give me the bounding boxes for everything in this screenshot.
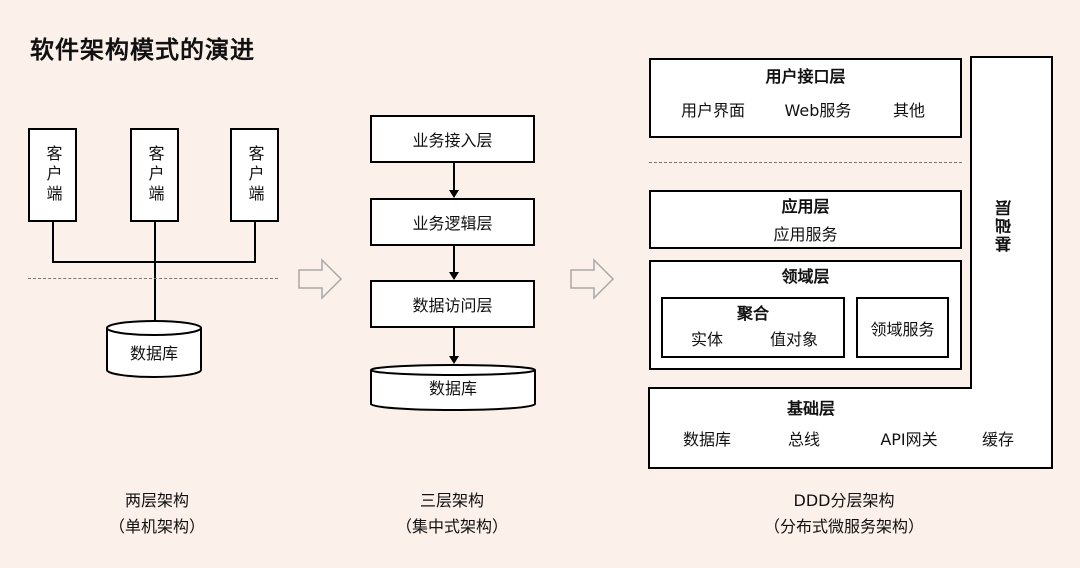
client-label-2: 客户端	[145, 145, 165, 205]
ddd-divider	[649, 162, 962, 163]
aggregate-value-object: 值对象	[769, 330, 818, 349]
three-tier-caption-subtitle: （集中式架构）	[395, 517, 508, 536]
ddd-caption-title: DDD分层架构	[793, 491, 895, 510]
aggregate-entity: 实体	[690, 330, 723, 349]
infrastructure-item-api-gateway: API网关	[880, 430, 938, 449]
three-tier-caption: 三层架构 （集中式架构）	[352, 488, 552, 540]
aggregate-title: 聚合	[736, 304, 769, 323]
ddd-caption-subtitle: （分布式微服务架构）	[763, 517, 924, 536]
user-interface-item-web: Web服务	[784, 101, 852, 120]
domain-service-box: 领域服务	[856, 297, 949, 358]
infrastructure-layer-shape	[648, 56, 1053, 469]
data-access-layer: 数据访问层	[370, 280, 535, 328]
two-tier-divider	[28, 278, 278, 279]
three-tier-caption-title: 三层架构	[419, 491, 484, 510]
aggregate-box	[661, 297, 845, 358]
user-interface-layer-title: 用户接口层	[765, 67, 846, 86]
client-box-2: 客户端	[130, 128, 179, 222]
infrastructure-item-cache: 缓存	[981, 430, 1014, 449]
client-1-connector	[52, 222, 54, 262]
two-tier-database-label: 数据库	[129, 344, 178, 363]
infrastructure-item-database: 数据库	[682, 430, 731, 449]
user-interface-item-other: 其他	[892, 101, 925, 120]
three-tier-database-label: 数据库	[428, 379, 477, 398]
two-tier-caption: 两层架构 （单机架构）	[57, 488, 257, 540]
user-interface-layer	[649, 58, 962, 138]
client-box-1: 客户端	[28, 128, 77, 222]
application-layer	[649, 190, 962, 249]
application-service: 应用服务	[773, 225, 838, 244]
transition-arrow-2	[570, 258, 615, 300]
infrastructure-item-bus: 总线	[787, 430, 820, 449]
user-interface-item-ui: 用户界面	[680, 101, 745, 120]
domain-layer-title: 领域层	[781, 267, 830, 286]
client-bus-line	[52, 261, 256, 263]
client-box-3: 客户端	[230, 128, 279, 222]
infrastructure-side-label: 基础层	[995, 198, 1014, 252]
two-tier-caption-subtitle: （单机架构）	[108, 517, 205, 536]
infrastructure-layer-title: 基础层	[786, 399, 835, 418]
page-title: 软件架构模式的演进	[30, 36, 255, 64]
business-access-layer: 业务接入层	[370, 115, 535, 163]
three-tier-arrows	[449, 163, 459, 364]
three-tier-database-cylinder	[370, 364, 536, 411]
client-2-connector	[154, 222, 156, 322]
application-layer-title: 应用层	[781, 197, 830, 216]
client-label-3: 客户端	[245, 145, 265, 205]
transition-arrow-1	[298, 258, 343, 300]
two-tier-caption-title: 两层架构	[124, 491, 189, 510]
client-3-connector	[254, 222, 256, 262]
ddd-caption: DDD分层架构 （分布式微服务架构）	[744, 488, 944, 540]
business-logic-layer: 业务逻辑层	[370, 198, 535, 246]
two-tier-database-cylinder	[106, 320, 202, 378]
client-label-1: 客户端	[43, 145, 63, 205]
